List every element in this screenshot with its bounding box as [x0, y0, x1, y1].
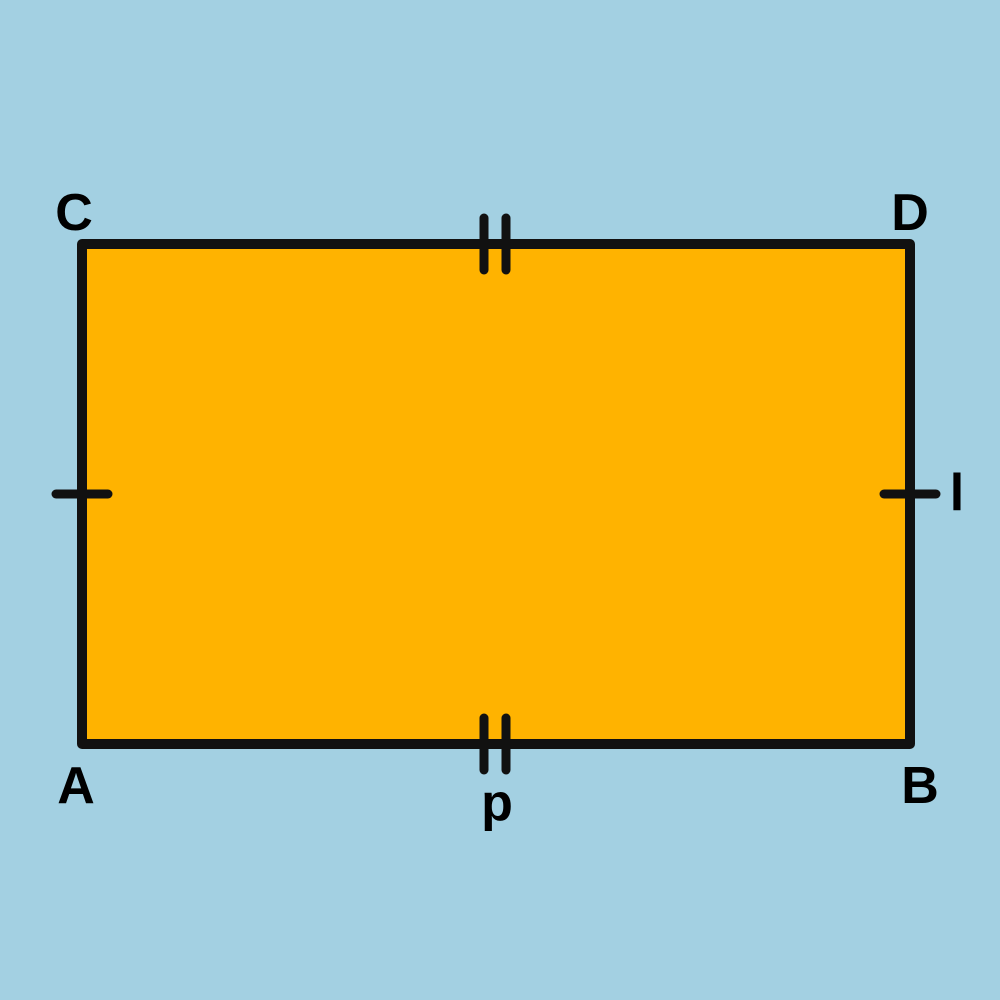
- vertex-label-d: D: [891, 184, 929, 242]
- tick-bottom-double: [479, 713, 511, 775]
- side-label-p: p: [481, 774, 513, 832]
- rectangle-abdc: [77, 239, 915, 749]
- vertex-label-b: B: [901, 757, 939, 815]
- vertex-label-c: C: [55, 184, 93, 242]
- tick-top-double: [479, 213, 511, 275]
- side-label-l: l: [950, 464, 964, 522]
- vertex-label-a: A: [57, 757, 95, 815]
